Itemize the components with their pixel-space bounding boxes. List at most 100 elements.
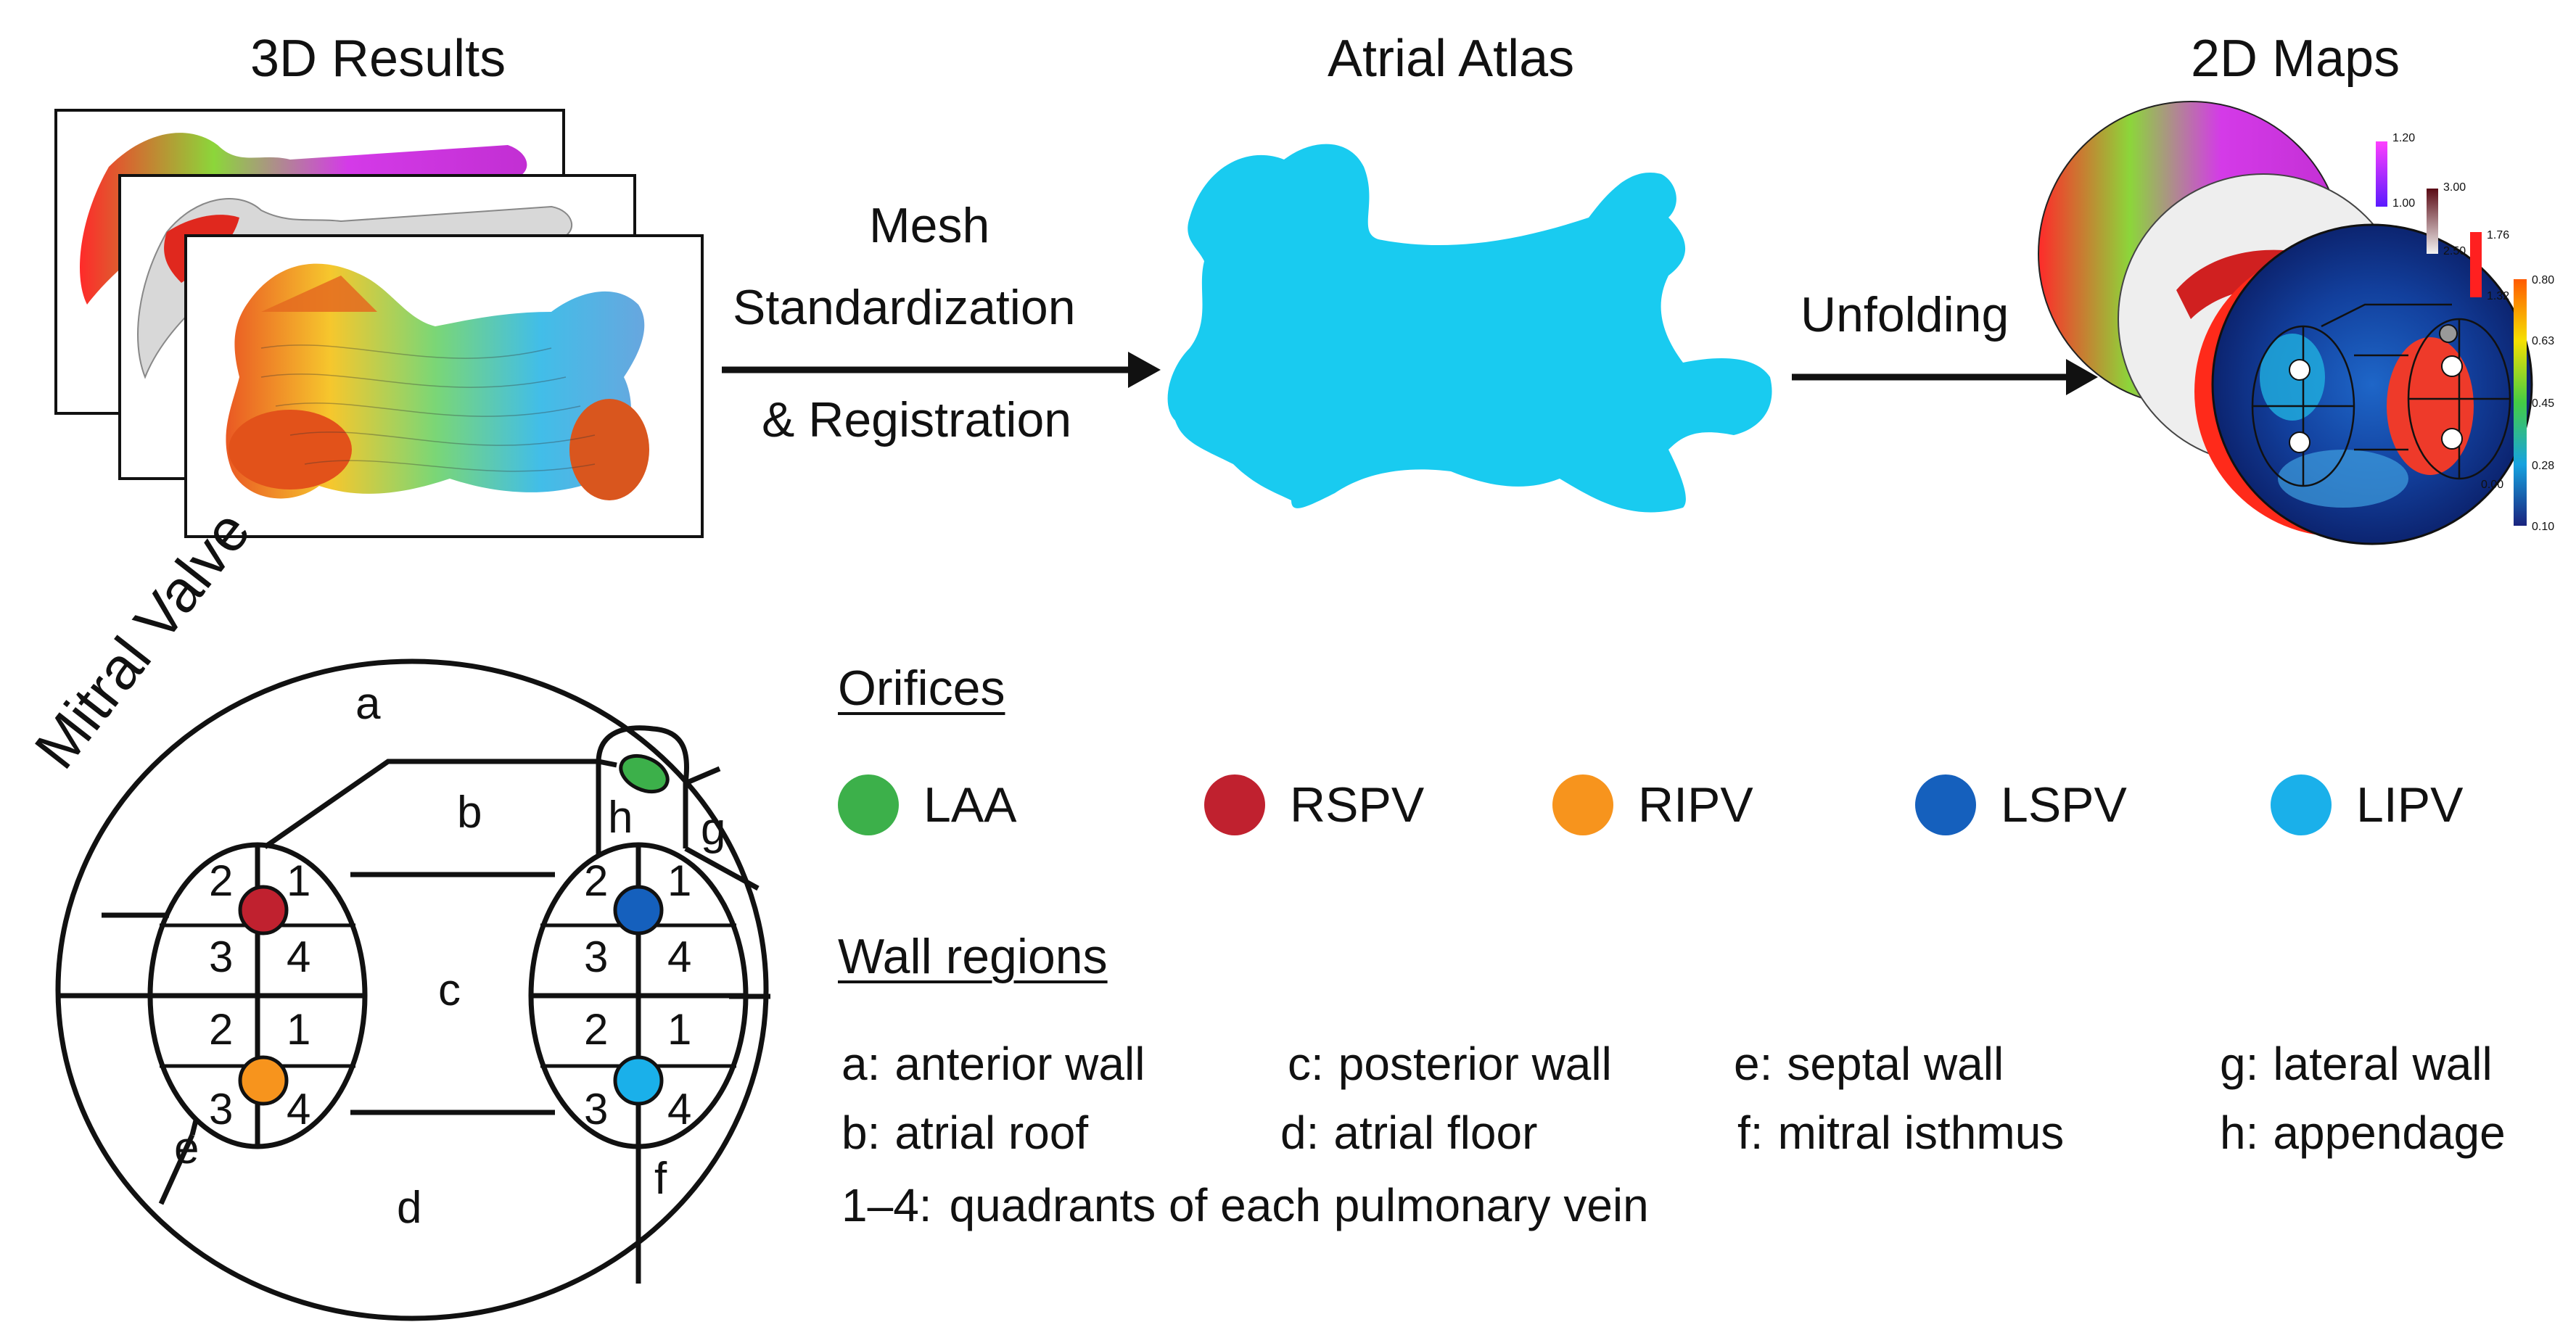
cb1-min: 1.00 (2392, 197, 2416, 210)
wall-region-e: e: septal wall (1734, 1037, 2004, 1091)
region-label-a: a (355, 679, 381, 729)
rpv-bot-q2: 2 (584, 1005, 609, 1054)
wall-region-g-label: lateral wall (2273, 1038, 2493, 1090)
wall-region-d-key: d: (1280, 1107, 1320, 1159)
rpv-bot-q4: 4 (667, 1085, 692, 1133)
legend-ripv: RIPV (1552, 774, 1753, 835)
wall-region-d-label: atrial floor (1333, 1107, 1538, 1159)
legend-lipv: LIPV (2271, 774, 2463, 835)
rspv-dot (1204, 774, 1265, 835)
colorbars (2376, 141, 2527, 526)
arrow-standardization (722, 352, 1161, 388)
title-2d-maps: 2D Maps (2191, 30, 2400, 88)
wall-region-g-key: g: (2220, 1038, 2259, 1090)
colorbar-1 (2376, 141, 2387, 207)
laa-dot (838, 774, 899, 835)
step-mesh: Mesh (869, 198, 990, 253)
lpv-bot-q4: 4 (287, 1085, 311, 1133)
wall-region-h-key: h: (2220, 1107, 2259, 1159)
region-label-h: h (608, 793, 633, 843)
lpv-top-q1: 1 (287, 856, 311, 905)
lipv-dot (2271, 774, 2332, 835)
wall-region-c-label: posterior wall (1338, 1038, 1612, 1090)
rpv-top-q4: 4 (667, 933, 692, 981)
title-atrial-atlas: Atrial Atlas (1328, 30, 1575, 88)
rspv-orifice (238, 885, 289, 935)
legend-ripv-label: RIPV (1638, 777, 1753, 833)
vein-hot-right (569, 399, 649, 500)
step-unfolding: Unfolding (1801, 287, 2009, 342)
wall-region-f-label: mitral isthmus (1777, 1107, 2065, 1159)
lpv-bot-q2: 2 (209, 1005, 234, 1054)
atrial-atlas-shape (1167, 144, 1772, 513)
wall-region-e-label: septal wall (1787, 1038, 2004, 1090)
legend-rspv: RSPV (1204, 774, 1424, 835)
lpv-bot-q1: 1 (287, 1005, 311, 1054)
lpv-bot-q3: 3 (209, 1085, 234, 1133)
region-label-c: c (438, 965, 461, 1015)
quadrants-key: 1–4: (841, 1179, 932, 1231)
wall-region-h: h: appendage (2220, 1106, 2506, 1160)
legend-laa-label: LAA (923, 777, 1017, 833)
cb1-max: 1.20 (2392, 132, 2416, 144)
cb4-tick-3: 0.28 (2532, 460, 2555, 472)
colorbar-3 (2470, 232, 2482, 297)
wall-region-a-label: anterior wall (894, 1038, 1145, 1090)
rpv-bot-q1: 1 (667, 1005, 692, 1054)
schematic-orifices (238, 753, 670, 1106)
orifices-heading: Orifices (838, 661, 1005, 716)
title-3d-results: 3D Results (250, 30, 506, 88)
legend-lspv: LSPV (1915, 774, 2127, 835)
legend-lipv-label: LIPV (2356, 777, 2464, 833)
cb4-tick-0: 0.80 (2532, 274, 2555, 286)
legend-rspv-label: RSPV (1290, 777, 1425, 833)
wall-region-b-key: b: (841, 1107, 881, 1159)
wall-regions-heading: Wall regions (838, 929, 1108, 984)
cb2-max: 3.00 (2443, 181, 2466, 194)
rpv-top-q2: 2 (584, 856, 609, 905)
legend-lspv-label: LSPV (2001, 777, 2127, 833)
3d-results-stack (54, 109, 704, 538)
wall-region-h-label: appendage (2273, 1107, 2506, 1159)
ripv-orifice (238, 1055, 289, 1106)
cb4-tick-1: 0.63 (2532, 335, 2555, 347)
rpv-top-q3: 3 (584, 933, 609, 981)
wall-region-f: f: mitral isthmus (1737, 1106, 2064, 1160)
region-label-g: g (701, 804, 726, 854)
colorbar-4 (2514, 279, 2527, 526)
wall-region-b: b: atrial roof (841, 1106, 1088, 1160)
cb2-min: 2.50 (2443, 245, 2466, 257)
cb4-tick-5: 0.10 (2532, 521, 2555, 533)
wall-region-a: a: anterior wall (841, 1037, 1145, 1091)
valve-outline (55, 658, 769, 1321)
cb3-max: 1.76 (2487, 229, 2510, 241)
step-standardization: Standardization (733, 280, 1076, 335)
lspv-orifice (613, 885, 664, 935)
colorbar-2 (2427, 189, 2438, 254)
wall-region-c: c: posterior wall (1288, 1037, 1612, 1091)
wall-region-d: d: atrial floor (1280, 1106, 1537, 1160)
wall-region-g: g: lateral wall (2220, 1037, 2493, 1091)
wall-region-c-key: c: (1288, 1038, 1324, 1090)
lipv-orifice (613, 1055, 664, 1106)
rpv-top-q1: 1 (667, 856, 692, 905)
quadrants-label: quadrants of each pulmonary vein (949, 1179, 1649, 1231)
lpv-top-q4: 4 (287, 933, 311, 981)
appendage-outline (596, 725, 690, 848)
wall-region-f-key: f: (1737, 1107, 1764, 1159)
laa-orifice (619, 753, 670, 794)
wall-region-quadrants: 1–4: quadrants of each pulmonary vein (841, 1178, 1649, 1232)
wall-region-e-key: e: (1734, 1038, 1773, 1090)
region-label-e: e (174, 1123, 199, 1173)
vein-hot-left (229, 410, 352, 489)
cb3-min: 1.32 (2487, 290, 2510, 302)
wall-region-b-label: atrial roof (894, 1107, 1089, 1159)
region-label-d: d (397, 1183, 422, 1233)
region-label-b: b (457, 788, 482, 838)
cb4-tick-2: 0.45 (2532, 397, 2555, 410)
legend-laa: LAA (838, 774, 1017, 835)
wall-region-a-key: a: (841, 1038, 881, 1090)
2d-maps-stack (2038, 101, 2533, 545)
step-registration: & Registration (762, 392, 1072, 447)
